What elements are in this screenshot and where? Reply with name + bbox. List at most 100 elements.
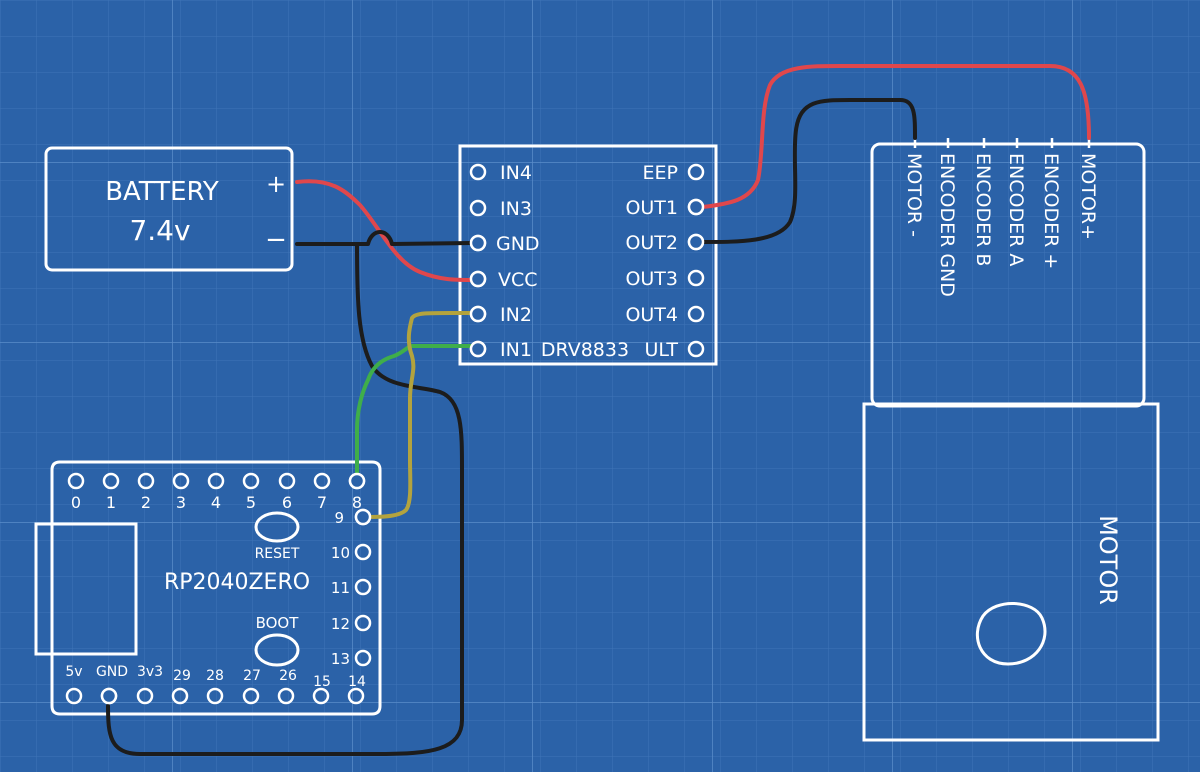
wire-pin9-to-in2 <box>367 310 474 519</box>
overlay-mcu-gnd <box>100 687 118 705</box>
motor-shaft <box>975 602 1047 666</box>
usb-connector <box>34 522 138 656</box>
battery: BATTERY 7.4v + − <box>44 146 294 272</box>
mcu-pin-12 <box>354 614 372 632</box>
wire-battery-positive-to-vcc <box>295 179 474 282</box>
mcu-label-11: 11 <box>331 579 350 597</box>
driver-label-in1: IN1 <box>500 339 532 361</box>
motor-header <box>870 142 1146 408</box>
battery-minus-label: − <box>265 225 287 255</box>
mcu-pin-3 <box>172 472 190 490</box>
driver-pin-ult <box>687 340 705 358</box>
driver-pin-in3 <box>469 199 487 217</box>
driver-pin-in4 <box>469 163 487 181</box>
mcu-pin-28 <box>206 687 224 705</box>
mcu-pin-5v <box>65 687 83 705</box>
driver-label-in2: IN2 <box>500 304 532 326</box>
mcu-label-27: 27 <box>243 668 261 684</box>
mcu-pin-2 <box>137 472 155 490</box>
motor: MOTOR MOTOR - ENCODER GND ENCODER B ENCO… <box>862 138 1160 742</box>
mcu-outline <box>50 460 382 716</box>
mcu-pin-0 <box>67 472 85 490</box>
driver-label-out3: OUT3 <box>625 268 678 290</box>
mcu-label-10: 10 <box>331 544 350 562</box>
motor-pin-label-enc-gnd: ENCODER GND <box>936 153 958 297</box>
mcu-pin-13 <box>354 649 372 667</box>
mcu-label-26: 26 <box>279 668 297 684</box>
mcu-label-8: 8 <box>352 493 362 512</box>
driver-label-out1: OUT1 <box>625 197 678 219</box>
mcu-label-14: 14 <box>348 674 366 690</box>
overlay-in1 <box>469 340 487 358</box>
driver-label-out2: OUT2 <box>625 232 678 254</box>
overlay-in2 <box>469 305 487 323</box>
driver-body <box>458 144 718 366</box>
mcu-pin-7 <box>313 472 331 490</box>
overlay-mcu-8 <box>348 472 366 490</box>
mcu-label-28: 28 <box>206 668 224 684</box>
reset-button <box>254 511 300 543</box>
mcu-label-12: 12 <box>331 615 350 633</box>
overlay-vcc <box>469 270 487 288</box>
mcu-pin-5 <box>242 472 260 490</box>
driver-label-eep: EEP <box>643 162 678 184</box>
driver-label-ult: ULT <box>645 339 679 361</box>
wire-out2-to-motor-minus <box>700 98 917 244</box>
boot-button <box>254 633 300 667</box>
reset-label: RESET <box>255 546 300 562</box>
mcu-pin-4 <box>207 472 225 490</box>
overlay-mcu-9 <box>354 508 372 526</box>
mcu-pin-11 <box>354 578 372 596</box>
driver-label-vcc: VCC <box>498 269 538 291</box>
battery-title: BATTERY <box>105 177 219 207</box>
battery-voltage: 7.4v <box>129 214 190 247</box>
battery-body <box>44 146 294 272</box>
driver-label-in4: IN4 <box>500 162 532 184</box>
mcu-pin-27 <box>242 687 260 705</box>
driver-label-out4: OUT4 <box>625 304 678 326</box>
wire-out1-to-motor-plus <box>700 64 1091 209</box>
mcu-pin-1 <box>102 472 120 490</box>
boot-label: BOOT <box>256 614 300 632</box>
mcu-label-3: 3 <box>176 493 186 512</box>
mcu-label-3v3: 3v3 <box>137 664 163 680</box>
mcu-label-1: 1 <box>106 493 116 512</box>
motor-pin-label-enc-plus: ENCODER + <box>1040 153 1062 269</box>
driver-label-gnd: GND <box>496 233 540 255</box>
mcu-label-5: 5 <box>246 493 256 512</box>
overlay-out1 <box>687 198 705 216</box>
battery-plus-label: + <box>266 170 286 198</box>
mcu-label-15: 15 <box>313 674 331 690</box>
wires <box>106 64 1091 756</box>
overlay-gnd <box>469 234 487 252</box>
mcu-label-13: 13 <box>331 650 350 668</box>
mcu-label-29: 29 <box>173 668 191 684</box>
motor-pin-label-enc-b: ENCODER B <box>972 153 994 266</box>
motor-pin-label-minus: MOTOR - <box>903 153 925 237</box>
motor-pin-label-enc-a: ENCODER A <box>1005 153 1027 266</box>
wire-battery-negative-to-gnd <box>295 230 474 246</box>
mcu-label-6: 6 <box>282 493 292 512</box>
driver-pin-out3 <box>687 269 705 287</box>
wire-pin8-to-in1 <box>355 344 474 476</box>
mcu-pin-26 <box>277 687 295 705</box>
mcu-label-7: 7 <box>317 493 327 512</box>
mcu-label-gnd: GND <box>96 664 128 680</box>
mcu-pin-29 <box>171 687 189 705</box>
mcu-pin-10 <box>354 543 372 561</box>
motor-pin-label-plus: MOTOR+ <box>1077 153 1099 240</box>
mcu-label-4: 4 <box>211 493 221 512</box>
mcu-label-9: 9 <box>334 509 344 527</box>
motor-label: MOTOR <box>1094 515 1122 605</box>
mcu-pin-15 <box>312 687 330 705</box>
mcu-pin-14 <box>347 687 365 705</box>
driver-pin-out4 <box>687 305 705 323</box>
mcu-label-2: 2 <box>141 493 151 512</box>
mcu-pin-6 <box>278 472 296 490</box>
overlay-out2 <box>687 233 705 251</box>
mcu-label-0: 0 <box>71 493 81 512</box>
microcontroller-board: 0 1 2 3 4 5 6 7 8 9 10 11 12 13 <box>34 460 382 716</box>
mcu-name: RP2040ZERO <box>164 570 310 595</box>
